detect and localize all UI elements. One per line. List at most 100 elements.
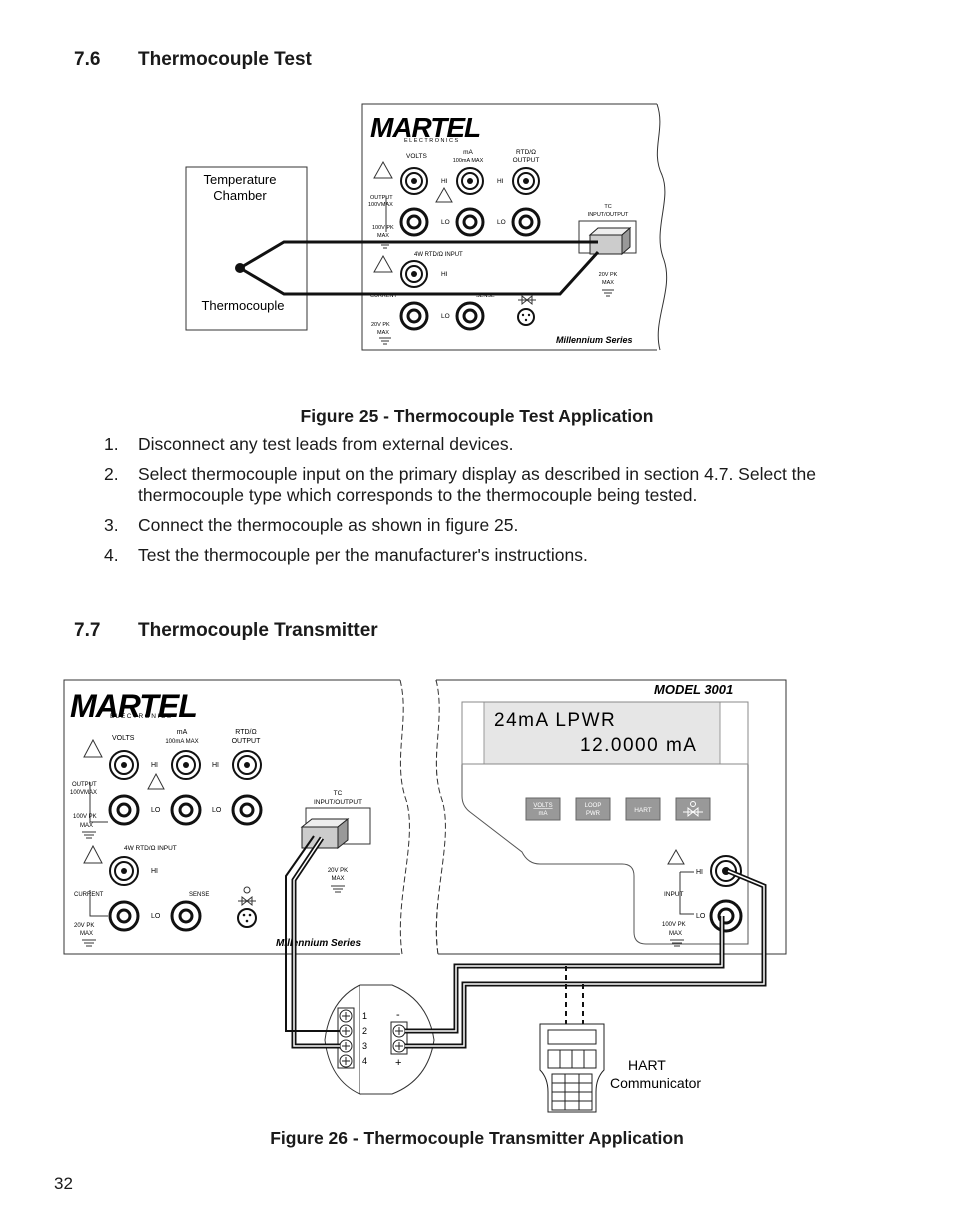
tc-input-output-label: INPUT/OUTPUT <box>314 799 362 806</box>
brand-logo: MARTEL <box>370 112 480 143</box>
thermocouple-wire <box>293 837 340 1047</box>
current-lo-jack[interactable] <box>108 900 140 932</box>
figure-25-caption: Figure 25 - Thermocouple Test Applicatio… <box>300 406 654 426</box>
sense-label: SENSE <box>476 293 495 299</box>
pk100-label: 100V PK <box>372 225 394 231</box>
bracket-line <box>679 871 694 915</box>
ma-lo-jack[interactable] <box>455 207 485 237</box>
thermocouple-wire <box>285 835 340 1032</box>
terminal-screw[interactable] <box>339 1054 353 1068</box>
hart-communicator-label: Communicator <box>610 1075 701 1091</box>
warning-icon <box>373 254 393 273</box>
ma-hi-jack[interactable] <box>171 750 201 780</box>
current-lo-jack[interactable] <box>399 301 429 331</box>
rtd-input-label: 4W RTD/Ω INPUT <box>414 252 463 258</box>
ground-icon <box>670 939 684 947</box>
pk20-max-label: MAX <box>80 931 93 937</box>
rtd-output-hi-jack[interactable] <box>232 750 262 780</box>
tc-plug <box>588 226 632 256</box>
instruction-list: 1.Disconnect any test leads from externa… <box>104 434 864 575</box>
current-label: CURRENT <box>74 892 104 898</box>
hart-key[interactable]: HART <box>625 797 661 821</box>
hart-label: HART <box>628 1057 666 1073</box>
input-pk-max-label: MAX <box>669 931 682 937</box>
sense-lo-jack[interactable] <box>170 900 202 932</box>
volts-lo-jack[interactable] <box>399 207 429 237</box>
loop-wire <box>405 916 723 1032</box>
hi-label: HI <box>212 762 219 769</box>
volts-hi-jack[interactable] <box>109 750 139 780</box>
ground-icon <box>602 289 614 297</box>
terminal-screw[interactable] <box>339 1009 353 1023</box>
rtd-input-hi-jack[interactable] <box>400 260 428 288</box>
list-item: 4.Test the thermocouple per the manufact… <box>104 545 864 566</box>
terminal-screw[interactable] <box>339 1024 353 1038</box>
rtd-output-label-2: OUTPUT <box>513 157 540 164</box>
rtd-output-label: RTD/Ω <box>235 729 256 736</box>
thermocouple-wire <box>239 250 600 296</box>
step-text: Test the thermocouple per the manufactur… <box>138 545 588 565</box>
bracket-line <box>89 782 108 823</box>
terminal-number: 2 <box>362 1026 367 1036</box>
sense-lo-jack[interactable] <box>455 301 485 331</box>
step-number: 1. <box>104 434 119 454</box>
lcd-line-2: 12.0000 mA <box>580 735 697 756</box>
ma-hi-jack[interactable] <box>456 167 484 195</box>
serial-port-icon[interactable] <box>237 908 257 928</box>
current-label: CURRENT <box>370 293 398 299</box>
terminal-screw[interactable] <box>392 1039 406 1053</box>
page-number: 32 <box>54 1174 73 1193</box>
warning-icon <box>147 772 165 790</box>
terminal-screw[interactable] <box>392 1024 406 1038</box>
section-number: 7.7 <box>74 620 101 641</box>
step-text: Select thermocouple input on the primary… <box>138 464 817 505</box>
rtd-output-lo-jack[interactable] <box>511 207 541 237</box>
output-max-label: 100VMAX <box>70 790 97 796</box>
diode-key[interactable] <box>675 797 711 821</box>
rtd-input-hi-jack[interactable] <box>109 856 139 886</box>
section-number: 7.6 <box>74 49 101 70</box>
millennium-series-label: Millennium Series <box>276 938 361 949</box>
volts-lo-jack[interactable] <box>108 794 140 826</box>
ma-max-label: 100mA MAX <box>165 739 198 745</box>
terminal-block-loop <box>390 1021 408 1055</box>
rtd-input-label: 4W RTD/Ω INPUT <box>124 845 177 852</box>
brand-logo: MARTEL <box>70 688 197 724</box>
hi-label: HI <box>151 762 158 769</box>
lo-label: LO <box>212 807 222 814</box>
tc-pk-max-label: MAX <box>602 280 614 286</box>
terminal-number: 3 <box>362 1041 367 1051</box>
hi-label: HI <box>441 178 448 185</box>
panel-break-line <box>399 679 410 955</box>
temperature-chamber-box <box>185 166 308 331</box>
terminal-screw[interactable] <box>339 1039 353 1053</box>
rtd-output-lo-jack[interactable] <box>231 794 263 826</box>
brand-subtitle: ELECTRONICS <box>110 713 173 720</box>
pk20-max-label: MAX <box>377 330 389 336</box>
hart-communicator[interactable] <box>539 1023 605 1113</box>
rtd-output-hi-jack[interactable] <box>512 167 540 195</box>
brand-subtitle: ELECTRONICS <box>404 138 460 144</box>
list-item: 1.Disconnect any test leads from externa… <box>104 434 864 455</box>
tc-label: TC <box>334 790 343 797</box>
lcd-line-1: 24mA LPWR <box>494 710 616 731</box>
serial-port-icon[interactable] <box>517 308 535 326</box>
lo-label: LO <box>441 219 450 226</box>
key-label: HART <box>634 807 652 814</box>
input-lo-jack[interactable] <box>709 899 743 933</box>
ma-max-label: 100mA MAX <box>453 158 484 164</box>
ma-lo-jack[interactable] <box>170 794 202 826</box>
ma-label: mA <box>177 729 188 736</box>
list-item: 3.Connect the thermocouple as shown in f… <box>104 515 864 536</box>
panel-break-line <box>435 679 446 955</box>
input-hi-jack[interactable] <box>710 855 742 887</box>
terminal-block-tc <box>337 1007 355 1069</box>
volts-hi-jack[interactable] <box>400 167 428 195</box>
ground-icon <box>82 939 96 947</box>
warning-icon <box>373 160 393 179</box>
thermocouple-wire <box>239 240 598 270</box>
diode-icon <box>683 801 703 818</box>
warning-icon <box>83 844 103 864</box>
